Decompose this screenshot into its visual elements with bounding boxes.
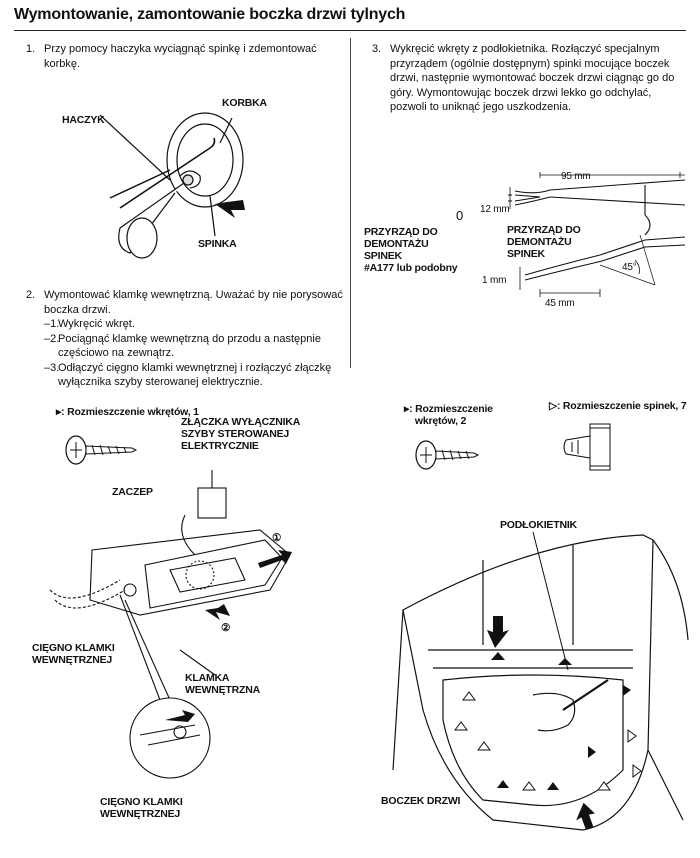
door-panel-figure <box>392 531 689 831</box>
substep-2: –2.Pociągnąć klamkę wewnętrzną do przodu… <box>44 332 321 360</box>
label-przyrzad-left: PRZYRZĄD DO DEMONTAŻU SPINEK #A177 lub p… <box>364 226 458 274</box>
inner-handle-figure <box>49 470 292 779</box>
label-boczek: BOCZEK DRZWI <box>381 795 461 807</box>
screw-legend-2: ▸: Rozmieszczenie wkrętów, 2 <box>404 403 493 427</box>
tool-dimensions-figure <box>508 172 686 297</box>
step-text: Wykręcić wkręty z podłokietnika. Rozłącz… <box>390 43 675 113</box>
screw-icon-2 <box>415 440 480 470</box>
label-podlokietnik: PODŁOKIETNIK <box>500 519 577 531</box>
label-korbka: KORBKA <box>222 97 267 109</box>
label-spinka: SPINKA <box>198 238 237 250</box>
step-text: Przy pomocy haczyka wyciągnąć spinkę i z… <box>44 43 317 70</box>
column-divider <box>350 38 351 368</box>
substep-1: –1.Wykręcić wkręt. <box>44 318 135 330</box>
page-title: Wymontowanie, zamontowanie boczka drzwi … <box>14 6 406 23</box>
dim-45deg: 45° <box>622 262 637 273</box>
step-text: Wymontować klamkę wewnętrzną. Uważać by … <box>44 289 343 316</box>
screw-legend-1: ▸: Rozmieszczenie wkrętów, 1 <box>56 406 199 418</box>
crank-removal-figure <box>99 112 245 259</box>
step-1: 1. Przy pomocy haczyka wyciągnąć spinkę … <box>26 42 341 71</box>
title-rule <box>14 30 686 31</box>
label-ciegno-1: CIĘGNO KLAMKI WEWNĘTRZNEJ <box>32 642 115 666</box>
step-2: 2. Wymontować klamkę wewnętrzną. Uważać … <box>26 288 344 390</box>
step-number: 1. <box>26 43 36 55</box>
label-klamka: KLAMKA WEWNĘTRZNA <box>185 672 260 696</box>
label-ciegno-2: CIĘGNO KLAMKI WEWNĘTRZNEJ <box>100 796 183 820</box>
screw-icon <box>65 435 138 465</box>
step-number: 3. <box>372 43 382 55</box>
dim-45mm: 45 mm <box>545 298 575 309</box>
substep-3: –3.Odłączyć cięgno klamki wewnętrznej i … <box>44 361 332 389</box>
dim-1mm: 1 mm <box>482 275 507 286</box>
label-haczyk: HACZYK <box>62 114 105 126</box>
clip-legend: ▷: Rozmieszczenie spinek, 7 <box>549 400 687 412</box>
callout-2: ② <box>221 622 231 634</box>
label-zlaczka: ZŁĄCZKA WYŁĄCZNIKA SZYBY STEROWANEJ ELEK… <box>181 416 301 452</box>
dim-95mm: 95 mm <box>561 171 591 182</box>
step-number: 2. <box>26 289 36 301</box>
label-zaczep: ZACZEP <box>112 486 153 498</box>
step-3: 3. Wykręcić wkręty z podłokietnika. Rozł… <box>372 42 684 115</box>
label-przyrzad-right: PRZYRZĄD DO DEMONTAŻU SPINEK <box>507 224 581 260</box>
clip-icon <box>563 423 611 471</box>
dim-0: 0 <box>456 208 464 223</box>
dim-12mm: 12 mm <box>480 204 510 215</box>
callout-1: ① <box>272 532 282 544</box>
